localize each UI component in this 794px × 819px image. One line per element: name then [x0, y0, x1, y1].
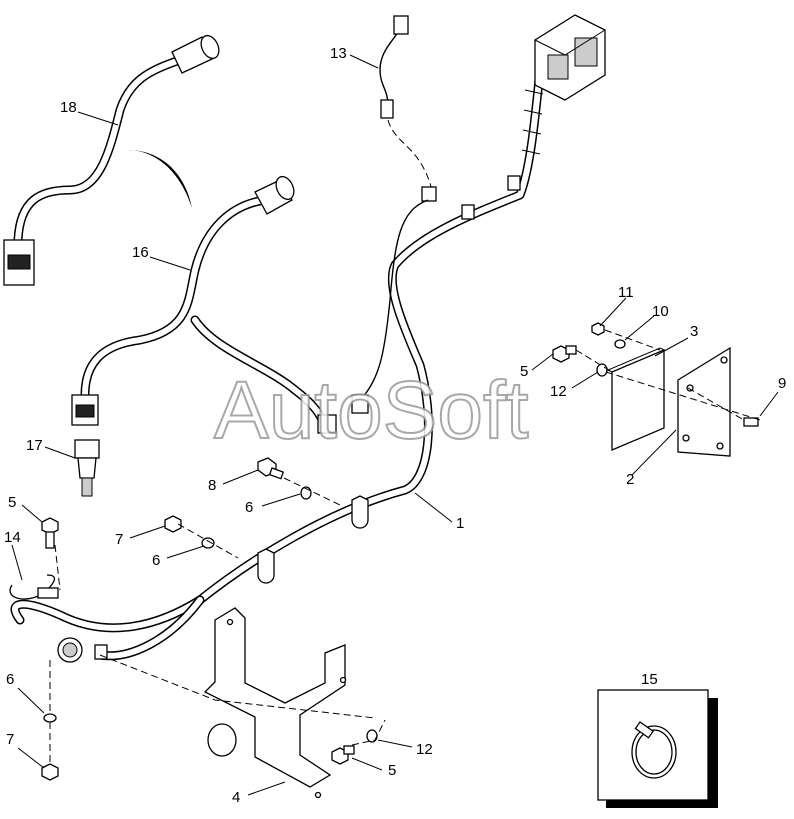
callout-9: 9 [778, 375, 786, 392]
callout-5-right: 5 [520, 363, 528, 380]
callout-3: 3 [690, 323, 698, 340]
callout-16: 16 [132, 244, 149, 261]
callout-7-left: 7 [6, 731, 14, 748]
fasteners [41, 322, 759, 781]
callout-8: 8 [208, 477, 216, 494]
watermark-text: AutoSoft [214, 365, 529, 456]
callout-17: 17 [26, 437, 43, 454]
main-harness [10, 65, 545, 661]
callout-13: 13 [330, 45, 347, 62]
callout-1: 1 [456, 515, 464, 532]
harness-13 [351, 15, 437, 414]
callout-5-upper-left: 5 [8, 494, 16, 511]
callout-18: 18 [60, 99, 77, 116]
callout-12-right: 12 [550, 383, 567, 400]
harness-16 [71, 175, 337, 434]
callout-10: 10 [652, 303, 669, 320]
plate-2 [677, 346, 731, 457]
callout-6-left-mid: 6 [152, 552, 160, 569]
callout-5-lower: 5 [388, 762, 396, 779]
sender-17 [74, 439, 100, 497]
alignment-lines [49, 329, 761, 764]
callout-6-left: 6 [6, 671, 14, 688]
leader-lines [11, 54, 779, 796]
callout-6-mid: 6 [245, 499, 253, 516]
clamp-14 [9, 574, 59, 600]
plate-3 [606, 347, 665, 451]
inset-15 [597, 689, 718, 808]
callout-labels: 13 18 16 17 1 8 6 7 6 5 14 6 7 4 5 12 11… [4, 45, 786, 806]
bracket-4 [203, 607, 347, 799]
callout-7-mid: 7 [115, 531, 123, 548]
harness-18 [3, 34, 220, 286]
callout-14: 14 [4, 529, 21, 546]
ecu-connector [534, 14, 606, 101]
callout-4: 4 [232, 789, 240, 806]
bracket-connector [57, 637, 108, 663]
callout-11: 11 [618, 284, 634, 301]
callout-12-lower: 12 [416, 741, 433, 758]
callout-2: 2 [626, 471, 634, 488]
callout-15: 15 [641, 671, 658, 688]
